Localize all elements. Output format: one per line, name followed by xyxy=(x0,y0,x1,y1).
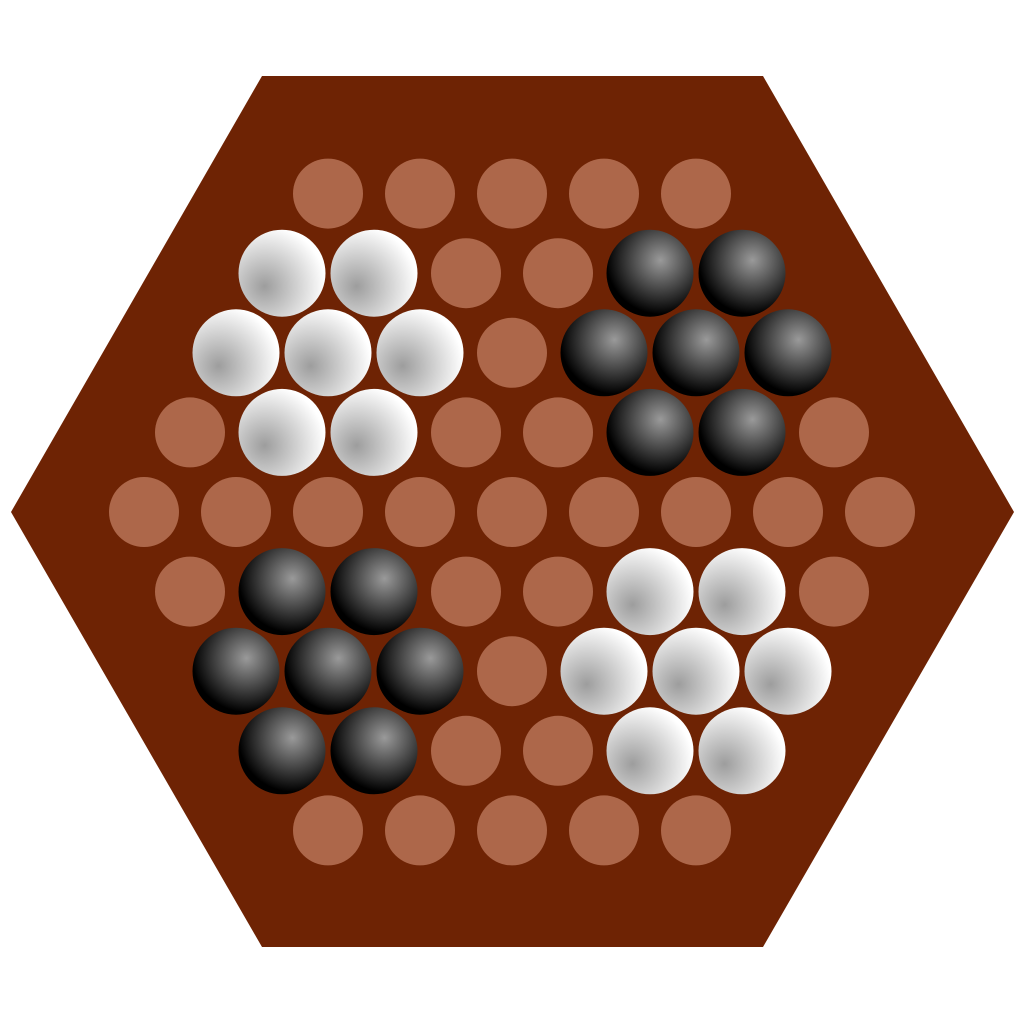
black-marble[interactable] xyxy=(606,229,694,317)
white-marble[interactable] xyxy=(698,548,786,636)
black-marble[interactable] xyxy=(192,627,280,715)
black-marble[interactable] xyxy=(698,388,786,476)
empty-hole[interactable] xyxy=(155,397,225,468)
empty-hole[interactable] xyxy=(293,795,363,866)
empty-hole[interactable] xyxy=(477,477,547,547)
empty-hole[interactable] xyxy=(109,477,179,547)
black-marble[interactable] xyxy=(652,309,740,397)
white-marble[interactable] xyxy=(560,627,648,715)
empty-hole[interactable] xyxy=(477,795,547,866)
empty-hole[interactable] xyxy=(799,556,869,627)
black-marble[interactable] xyxy=(284,627,372,715)
empty-hole[interactable] xyxy=(523,397,593,468)
white-marble[interactable] xyxy=(192,309,280,397)
black-marble[interactable] xyxy=(744,309,832,397)
empty-hole[interactable] xyxy=(431,397,501,468)
empty-hole[interactable] xyxy=(753,477,823,547)
empty-hole[interactable] xyxy=(523,238,593,309)
white-marble[interactable] xyxy=(330,229,418,317)
empty-hole[interactable] xyxy=(661,158,731,229)
empty-hole[interactable] xyxy=(477,158,547,229)
empty-hole[interactable] xyxy=(431,715,501,786)
black-marble[interactable] xyxy=(376,627,464,715)
white-marble[interactable] xyxy=(606,548,694,636)
empty-hole[interactable] xyxy=(799,397,869,468)
black-marble[interactable] xyxy=(330,548,418,636)
white-marble[interactable] xyxy=(652,627,740,715)
empty-hole[interactable] xyxy=(661,795,731,866)
white-marble[interactable] xyxy=(330,388,418,476)
empty-hole[interactable] xyxy=(477,636,547,707)
black-marble[interactable] xyxy=(238,548,326,636)
empty-hole[interactable] xyxy=(385,795,455,866)
white-marble[interactable] xyxy=(238,388,326,476)
empty-hole[interactable] xyxy=(569,477,639,547)
empty-hole[interactable] xyxy=(845,477,915,547)
empty-hole[interactable] xyxy=(431,238,501,309)
empty-hole[interactable] xyxy=(523,556,593,627)
empty-hole[interactable] xyxy=(477,317,547,388)
empty-hole[interactable] xyxy=(155,556,225,627)
white-marble[interactable] xyxy=(698,707,786,795)
empty-hole[interactable] xyxy=(385,158,455,229)
empty-hole[interactable] xyxy=(661,477,731,547)
black-marble[interactable] xyxy=(238,707,326,795)
white-marble[interactable] xyxy=(376,309,464,397)
empty-hole[interactable] xyxy=(431,556,501,627)
white-marble[interactable] xyxy=(284,309,372,397)
empty-hole[interactable] xyxy=(385,477,455,547)
white-marble[interactable] xyxy=(606,707,694,795)
white-marble[interactable] xyxy=(744,627,832,715)
black-marble[interactable] xyxy=(560,309,648,397)
white-marble[interactable] xyxy=(238,229,326,317)
black-marble[interactable] xyxy=(698,229,786,317)
black-marble[interactable] xyxy=(330,707,418,795)
empty-hole[interactable] xyxy=(293,477,363,547)
empty-hole[interactable] xyxy=(569,158,639,229)
empty-hole[interactable] xyxy=(569,795,639,866)
empty-hole[interactable] xyxy=(523,715,593,786)
board-cells xyxy=(109,158,915,866)
empty-hole[interactable] xyxy=(293,158,363,229)
black-marble[interactable] xyxy=(606,388,694,476)
empty-hole[interactable] xyxy=(201,477,271,547)
